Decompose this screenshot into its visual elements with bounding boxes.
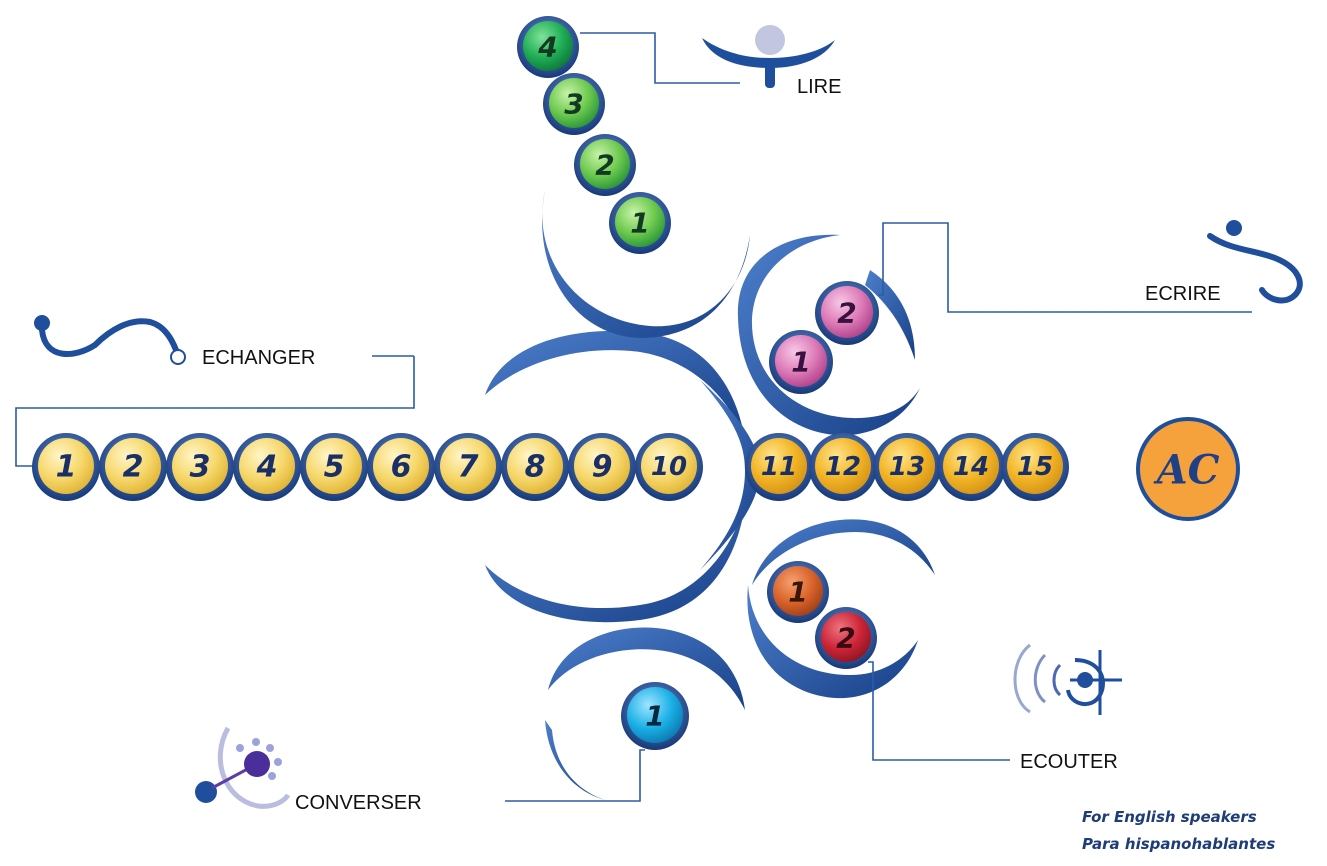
echanger-label[interactable]: ECHANGER: [202, 347, 315, 369]
echanger-level-label: 2: [123, 450, 144, 485]
echanger-level-label: 7: [458, 450, 479, 485]
lire-level-4-button[interactable]: 4: [517, 16, 579, 78]
ecouter-label[interactable]: ECOUTER: [1020, 751, 1118, 773]
echanger-level-label: 10: [651, 452, 687, 482]
echanger-connector-line: [15, 356, 415, 467]
language-links: For English speakers Para hispanohablant…: [1082, 804, 1327, 858]
english-speakers-link[interactable]: For English speakers: [1082, 808, 1257, 826]
lire-level-label: 2: [595, 149, 614, 182]
converser-connector-line: [505, 749, 645, 802]
echanger-level-4-button[interactable]: 4: [233, 433, 301, 501]
echanger-level-9-button[interactable]: 9: [568, 433, 636, 501]
echanger-icon: [34, 315, 186, 365]
echanger-level-label: 13: [889, 452, 925, 482]
echanger-level-12-button[interactable]: 12: [809, 433, 877, 501]
echanger-level-label: 11: [761, 452, 797, 482]
echanger-level-label: 14: [953, 452, 989, 482]
lire-group: LIRE: [580, 25, 841, 98]
converser-level-label: 1: [645, 700, 664, 733]
spanish-speakers-link[interactable]: Para hispanohablantes: [1082, 835, 1276, 853]
echanger-level-6-button[interactable]: 6: [367, 433, 435, 501]
echanger-level-label: 5: [324, 450, 345, 485]
ecrire-connector-line: [878, 222, 1252, 313]
ecouter-group: ECOUTER: [868, 643, 1122, 773]
ecouter-icon: [1013, 643, 1122, 715]
lire-level-label: 1: [630, 207, 649, 240]
ecrire-label[interactable]: ECRIRE: [1145, 283, 1221, 305]
ecrire-level-1-button[interactable]: 1: [769, 330, 833, 394]
ac-badge-label: AC: [1153, 447, 1220, 494]
echanger-level-7-button[interactable]: 7: [434, 433, 502, 501]
echanger-level-13-button[interactable]: 13: [873, 433, 941, 501]
converser-label[interactable]: CONVERSER: [295, 792, 422, 814]
converser-level-1-button[interactable]: 1: [621, 682, 689, 750]
echanger-level-label: 1: [56, 450, 77, 485]
echanger-level-label: 3: [190, 450, 211, 485]
echanger-level-label: 9: [592, 450, 613, 485]
echanger-group: ECHANGER: [15, 315, 415, 467]
ecrire-level-label: 2: [837, 297, 856, 330]
echanger-level-10-button[interactable]: 10: [635, 433, 703, 501]
echanger-level-1-button[interactable]: 1: [32, 433, 100, 501]
ecrire-level-label: 1: [791, 346, 810, 379]
lire-level-1-button[interactable]: 1: [609, 192, 671, 254]
ecouter-connector-line: [868, 661, 1010, 761]
echanger-level-label: 4: [256, 450, 278, 485]
ecouter-level-2-button[interactable]: 2: [815, 607, 877, 669]
echanger-level-label: 8: [525, 450, 546, 485]
lire-level-2-button[interactable]: 2: [574, 134, 636, 196]
echanger-level-3-button[interactable]: 3: [166, 433, 234, 501]
echanger-level-14-button[interactable]: 14: [937, 433, 1005, 501]
lire-level-label: 4: [537, 31, 557, 64]
echanger-level-5-button[interactable]: 5: [300, 433, 368, 501]
echanger-level-label: 12: [825, 452, 861, 482]
ecrire-group: ECRIRE: [878, 220, 1303, 313]
ecouter-level-1-button[interactable]: 1: [767, 561, 829, 623]
echanger-level-15-button[interactable]: 15: [1001, 433, 1069, 501]
echanger-level-8-button[interactable]: 8: [501, 433, 569, 501]
converser-group: CONVERSER: [195, 726, 645, 814]
lire-label[interactable]: LIRE: [797, 76, 841, 98]
ac-badge[interactable]: AC: [1132, 413, 1244, 525]
ecrire-level-2-button[interactable]: 2: [815, 281, 879, 345]
ecouter-level-label: 1: [788, 576, 807, 609]
echanger-level-11-button[interactable]: 11: [745, 433, 813, 501]
echanger-level-label: 15: [1017, 452, 1053, 482]
lire-level-label: 3: [564, 88, 583, 121]
lire-level-3-button[interactable]: 3: [543, 73, 605, 135]
ecrire-icon: [1207, 220, 1303, 304]
echanger-level-label: 6: [391, 450, 412, 485]
echanger-level-2-button[interactable]: 2: [99, 433, 167, 501]
lire-connector-line: [580, 32, 740, 84]
lire-icon: [702, 25, 835, 88]
converser-icon: [195, 726, 291, 809]
ecouter-level-label: 2: [836, 622, 855, 655]
